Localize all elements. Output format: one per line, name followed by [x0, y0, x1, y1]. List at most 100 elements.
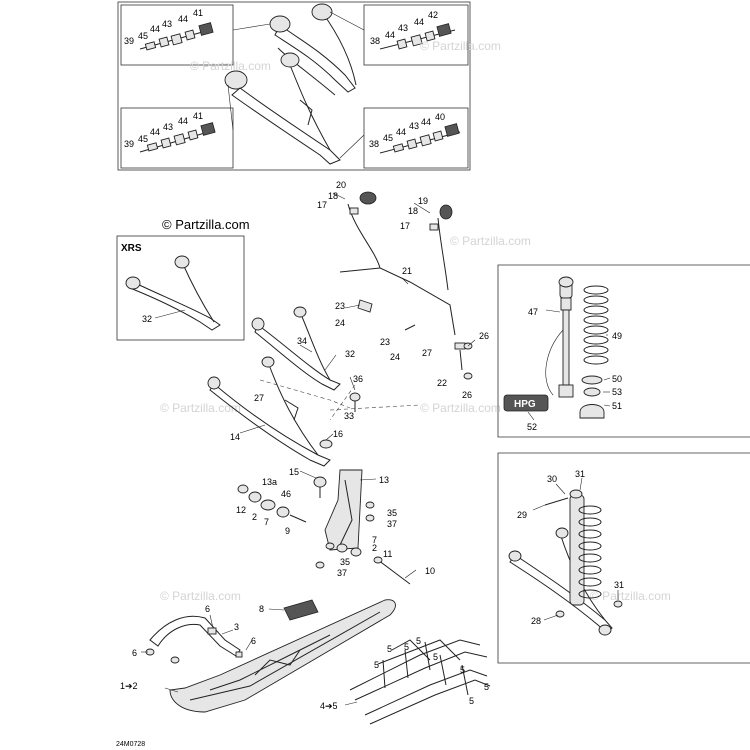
- label-43-br: 43: [409, 121, 419, 131]
- label-9: 9: [285, 526, 290, 536]
- label-42-tr: 42: [428, 10, 438, 20]
- label-43-tr: 43: [398, 23, 408, 33]
- label-15: 15: [289, 467, 299, 477]
- label-10: 10: [425, 566, 435, 576]
- shock-mounting-inset: 30 31 29 31 28: [497, 452, 750, 664]
- inset-bottom-left: [120, 107, 234, 169]
- label-17b: 17: [400, 221, 410, 231]
- label-5e: 5: [433, 652, 438, 662]
- label-18b: 18: [408, 206, 418, 216]
- label-8: 8: [259, 604, 264, 614]
- watermark-faint-4: © Partzilla.com: [160, 401, 241, 415]
- bushing-stack-bl: [139, 122, 216, 153]
- label-44-tl: 44: [150, 24, 160, 34]
- label-12: 12: [236, 505, 246, 515]
- watermark-main: © Partzilla.com: [162, 217, 250, 232]
- watermark-faint-7: © Partzilla.com: [590, 589, 671, 603]
- label-6a: 6: [205, 604, 210, 614]
- label-7a: 7: [264, 517, 269, 527]
- label-5g: 5: [484, 682, 489, 692]
- label-24a: 24: [335, 318, 345, 328]
- xrs-label: XRS: [121, 243, 142, 254]
- label-2a: 2: [252, 512, 257, 522]
- label-24b: 24: [390, 352, 400, 362]
- label-44-bl: 44: [150, 127, 160, 137]
- shock-spring: [583, 285, 609, 365]
- label-53: 53: [612, 387, 622, 397]
- watermark-faint-3: © Partzilla.com: [450, 234, 531, 248]
- shock-inset-frame: [497, 264, 750, 438]
- top-bushing-panel: 39 45 44 43 44 41 38 44 43 44 42 39 45 4…: [117, 1, 471, 171]
- label-6b: 6: [132, 648, 137, 658]
- label-38-tr: 38: [370, 36, 380, 46]
- label-36: 36: [353, 374, 363, 384]
- label-20: 20: [336, 180, 346, 190]
- label-26b: 26: [462, 390, 472, 400]
- label-28: 28: [531, 616, 541, 626]
- ski-assembly: 8 6 3 6 6 1➔2 4➔5 5 5 5 5 5 5 5 5: [120, 599, 491, 725]
- label-41-bl: 41: [193, 111, 203, 121]
- label-45-br: 45: [383, 133, 393, 143]
- label-27a: 27: [422, 348, 432, 358]
- label-44b-br: 44: [421, 117, 431, 127]
- bushing-stack-br: [379, 123, 461, 154]
- label-44b-tl: 44: [178, 14, 188, 24]
- main-a-arm-assembly: 32 34 36 27 33 14 16 15 13 13a 46 12 2 7…: [207, 306, 435, 585]
- label-7b: 7: [372, 535, 377, 545]
- ski-body: [169, 599, 396, 713]
- label-27b: 27: [254, 393, 264, 403]
- label-5f: 5: [460, 665, 465, 675]
- label-44-br: 44: [396, 127, 406, 137]
- xrs-inset: XRS 32: [116, 235, 245, 341]
- label-19: 19: [418, 196, 428, 206]
- label-38-br: 38: [369, 139, 379, 149]
- label-2b: 2: [372, 543, 377, 553]
- lower-a-arm-illustration: [224, 52, 341, 165]
- label-35b: 35: [340, 557, 350, 567]
- label-21: 21: [402, 266, 412, 276]
- label-5c: 5: [404, 642, 409, 652]
- label-31b: 31: [614, 580, 624, 590]
- bushing-stack-tl: [139, 22, 214, 51]
- inset-bottom-right: [363, 107, 469, 169]
- label-6c: 6: [251, 636, 256, 646]
- label-5d: 5: [416, 636, 421, 646]
- label-13: 13: [379, 475, 389, 485]
- label-32-xrs: 32: [142, 314, 152, 324]
- bushing-stack-tr: [379, 23, 456, 50]
- label-40-br: 40: [435, 112, 445, 122]
- upper-a-arm-illustration: [269, 3, 357, 96]
- label-39-bl: 39: [124, 139, 134, 149]
- label-35a: 35: [387, 508, 397, 518]
- label-44-tr: 44: [385, 30, 395, 40]
- label-5h: 5: [469, 696, 474, 706]
- watermark-faint-5: © Partzilla.com: [420, 401, 501, 415]
- label-37a: 37: [387, 519, 397, 529]
- label-43-tl: 43: [162, 19, 172, 29]
- label-44b-bl: 44: [178, 116, 188, 126]
- label-51: 51: [612, 401, 622, 411]
- label-43-bl: 43: [163, 122, 173, 132]
- watermark-faint-6: © Partzilla.com: [160, 589, 241, 603]
- label-1-to-2: 1➔2: [120, 681, 138, 691]
- hpg-logo-text: HPG: [514, 399, 536, 410]
- shock-absorber-inset: HPG 47 49 50 53 51 52: [497, 264, 750, 438]
- label-18a: 18: [328, 191, 338, 201]
- top-panel-frame: [117, 1, 471, 171]
- label-3: 3: [234, 622, 239, 632]
- label-47: 47: [528, 307, 538, 317]
- inset-top-right: [363, 4, 469, 66]
- hpg-logo: [503, 394, 549, 412]
- label-23b: 23: [380, 337, 390, 347]
- label-29: 29: [517, 510, 527, 520]
- drawing-code: 24M0728: [116, 741, 145, 748]
- label-46: 46: [281, 489, 291, 499]
- watermark-faint-1: © Partzilla.com: [420, 39, 501, 53]
- label-26a: 26: [479, 331, 489, 341]
- label-45-tl: 45: [138, 31, 148, 41]
- label-49: 49: [612, 331, 622, 341]
- label-4-to-5: 4➔5: [320, 701, 338, 711]
- sway-bar-assembly: 20 18 17 19 18 17 21 23 24 23 24 27 26 2…: [317, 180, 489, 400]
- label-30: 30: [547, 474, 557, 484]
